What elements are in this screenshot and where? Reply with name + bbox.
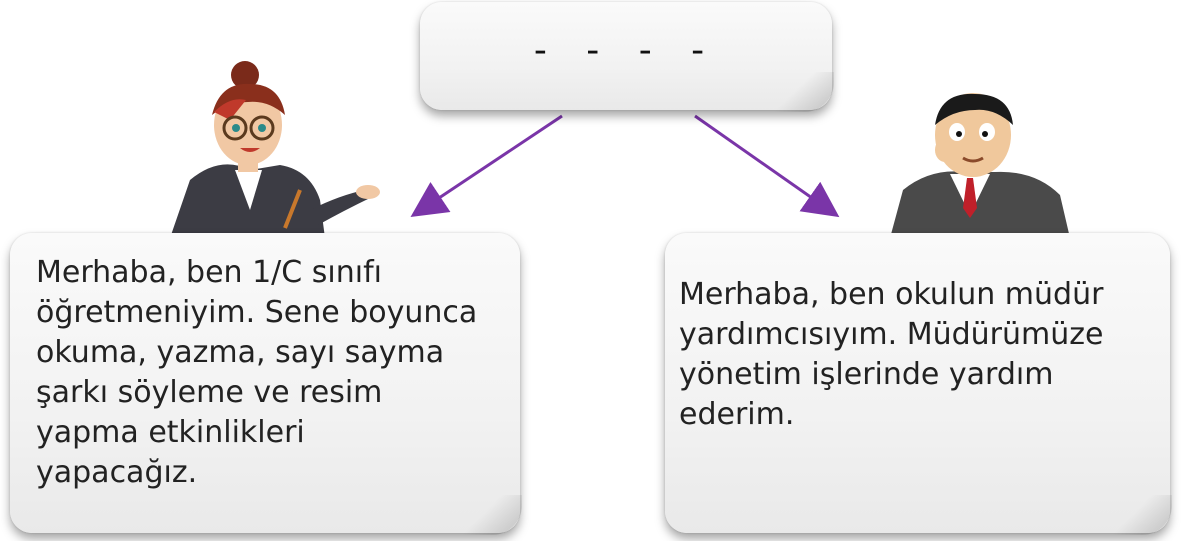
arrow-to-left-box	[410, 114, 563, 217]
arrow-to-right-box	[694, 114, 840, 218]
top-title-box: - - - -	[420, 2, 834, 112]
teacher-speech-text: Merhaba, ben 1/C sınıfı öğretmeniyim. Se…	[36, 255, 478, 490]
principal-speech-box: Merhaba, ben okulun müdür yardımcısıyım.…	[665, 233, 1172, 535]
principal-character-icon	[890, 93, 1070, 238]
top-title-text: - - - -	[533, 30, 719, 71]
principal-speech-text: Merhaba, ben okulun müdür yardımcısıyım.…	[679, 277, 1104, 432]
teacher-speech-box: Merhaba, ben 1/C sınıfı öğretmeniyim. Se…	[10, 233, 522, 535]
teacher-character-icon	[170, 61, 380, 238]
